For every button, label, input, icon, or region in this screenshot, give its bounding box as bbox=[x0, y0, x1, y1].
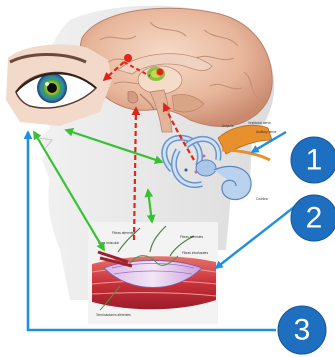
ear-label-auditory-nerve: Auditory nerve bbox=[256, 130, 277, 134]
callout-2-number: 2 bbox=[306, 202, 323, 235]
ear-label-ampulla: Ampulla bbox=[222, 124, 234, 128]
callout-1: 1 bbox=[291, 137, 335, 183]
callout-1-number: 1 bbox=[306, 144, 323, 177]
ear-label-cochlea: Cochlea bbox=[256, 197, 268, 201]
muscle-spindle-icon: Fibras aferentes Fibra muscular Fibras a… bbox=[88, 222, 218, 324]
muscle-label-fibras-intrafusales: Fibras intrafusales bbox=[182, 251, 208, 255]
muscle-label-terminaciones-aferentes: Terminaciones aferentes bbox=[96, 313, 131, 317]
muscle-label-fibras-aferentes-2: Fibras aferentes bbox=[180, 235, 203, 239]
ear-label-vestibular-nerve: Vestibular nerve bbox=[248, 121, 271, 125]
callout-3: 3 bbox=[278, 306, 326, 354]
muscle-label-fibras-aferentes: Fibras aferentes bbox=[112, 231, 135, 235]
callout-2: 2 bbox=[291, 195, 335, 241]
callout-3-number: 3 bbox=[294, 314, 311, 347]
